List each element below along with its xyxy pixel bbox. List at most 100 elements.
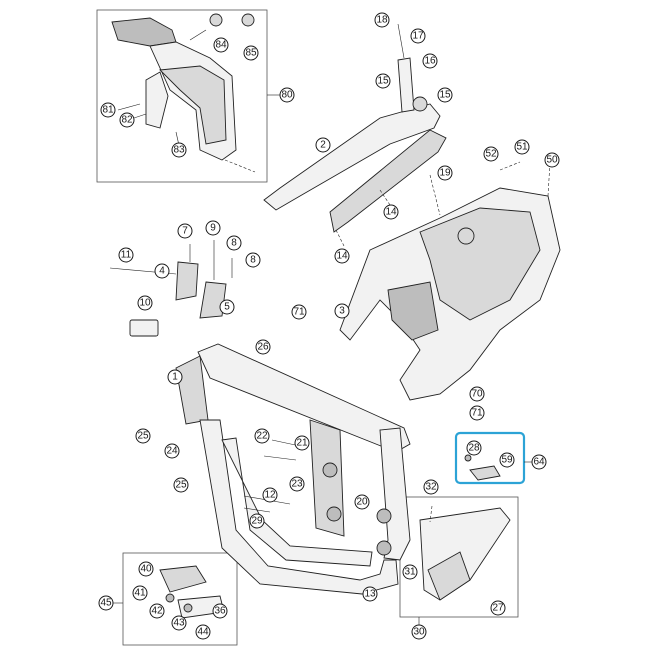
svg-text:41: 41 bbox=[134, 588, 146, 599]
svg-text:14: 14 bbox=[385, 207, 397, 218]
callout-14a[interactable]: 14 bbox=[383, 204, 399, 220]
svg-text:42: 42 bbox=[151, 606, 163, 617]
svg-text:24: 24 bbox=[166, 446, 178, 457]
svg-text:4: 4 bbox=[159, 266, 165, 277]
callout-8b[interactable]: 8 bbox=[245, 252, 261, 268]
callout-71a[interactable]: 71 bbox=[291, 304, 307, 320]
callout-51[interactable]: 51 bbox=[514, 139, 530, 155]
callout-20[interactable]: 20 bbox=[354, 494, 370, 510]
callout-14b[interactable]: 14 bbox=[334, 248, 350, 264]
callout-13[interactable]: 13 bbox=[362, 586, 378, 602]
svg-text:20: 20 bbox=[356, 497, 368, 508]
callout-22[interactable]: 22 bbox=[254, 428, 270, 444]
callout-2[interactable]: 2 bbox=[315, 137, 331, 153]
svg-text:27: 27 bbox=[492, 603, 504, 614]
svg-text:82: 82 bbox=[121, 115, 133, 126]
callout-59[interactable]: 59 bbox=[499, 452, 515, 468]
callout-42[interactable]: 42 bbox=[149, 603, 165, 619]
callout-8a[interactable]: 8 bbox=[226, 235, 242, 251]
callout-44[interactable]: 44 bbox=[195, 624, 211, 640]
radiator-guard-drawing bbox=[111, 13, 256, 173]
svg-text:8: 8 bbox=[231, 238, 237, 249]
callout-45[interactable]: 45 bbox=[98, 595, 114, 611]
callout-52[interactable]: 52 bbox=[483, 146, 499, 162]
svg-text:10: 10 bbox=[139, 298, 151, 309]
svg-text:19: 19 bbox=[439, 168, 451, 179]
callout-36[interactable]: 36 bbox=[212, 603, 228, 619]
svg-text:40: 40 bbox=[140, 564, 152, 575]
callout-15b[interactable]: 15 bbox=[437, 87, 453, 103]
callout-26[interactable]: 26 bbox=[255, 339, 271, 355]
callout-40[interactable]: 40 bbox=[138, 561, 154, 577]
callout-25a[interactable]: 25 bbox=[135, 428, 151, 444]
svg-text:80: 80 bbox=[281, 90, 293, 101]
svg-text:45: 45 bbox=[100, 598, 112, 609]
svg-text:31: 31 bbox=[404, 567, 416, 578]
callout-82[interactable]: 82 bbox=[119, 112, 135, 128]
svg-text:9: 9 bbox=[210, 223, 216, 234]
callout-31[interactable]: 31 bbox=[402, 564, 418, 580]
callout-7[interactable]: 7 bbox=[177, 223, 193, 239]
callout-15a[interactable]: 15 bbox=[375, 73, 391, 89]
callout-1[interactable]: 1 bbox=[167, 369, 183, 385]
svg-text:22: 22 bbox=[256, 431, 268, 442]
callout-71b[interactable]: 71 bbox=[469, 405, 485, 421]
svg-text:51: 51 bbox=[516, 142, 528, 153]
callout-30[interactable]: 30 bbox=[411, 624, 427, 640]
callout-17[interactable]: 17 bbox=[410, 28, 426, 44]
main-frame-drawing bbox=[175, 343, 411, 595]
svg-text:71: 71 bbox=[471, 408, 483, 419]
svg-text:81: 81 bbox=[102, 105, 114, 116]
svg-text:71: 71 bbox=[293, 307, 305, 318]
svg-text:32: 32 bbox=[425, 482, 437, 493]
callout-23[interactable]: 23 bbox=[289, 476, 305, 492]
callout-64[interactable]: 64 bbox=[531, 454, 547, 470]
callout-19[interactable]: 19 bbox=[437, 165, 453, 181]
callout-4[interactable]: 4 bbox=[154, 263, 170, 279]
svg-text:7: 7 bbox=[182, 226, 188, 237]
callout-70[interactable]: 70 bbox=[469, 386, 485, 402]
svg-text:17: 17 bbox=[412, 31, 424, 42]
callout-25b[interactable]: 25 bbox=[173, 477, 189, 493]
callout-27[interactable]: 27 bbox=[490, 600, 506, 616]
callout-9[interactable]: 9 bbox=[205, 220, 221, 236]
callout-12[interactable]: 12 bbox=[262, 487, 278, 503]
skid-plate-drawing bbox=[419, 505, 511, 601]
callout-85[interactable]: 85 bbox=[243, 45, 259, 61]
svg-text:5: 5 bbox=[224, 302, 230, 313]
svg-text:44: 44 bbox=[197, 627, 209, 638]
highlight-box-64[interactable] bbox=[454, 431, 526, 485]
svg-text:83: 83 bbox=[173, 145, 185, 156]
callout-81[interactable]: 81 bbox=[100, 102, 116, 118]
callout-84[interactable]: 84 bbox=[213, 37, 229, 53]
callout-11[interactable]: 11 bbox=[118, 247, 134, 263]
svg-text:64: 64 bbox=[533, 457, 545, 468]
callout-16[interactable]: 16 bbox=[422, 53, 438, 69]
callout-80[interactable]: 80 bbox=[279, 87, 295, 103]
callout-32[interactable]: 32 bbox=[423, 479, 439, 495]
callout-24[interactable]: 24 bbox=[164, 443, 180, 459]
engine-mount-drawing bbox=[109, 240, 233, 337]
callout-83[interactable]: 83 bbox=[171, 142, 187, 158]
svg-text:25: 25 bbox=[137, 431, 149, 442]
svg-text:16: 16 bbox=[424, 56, 436, 67]
callout-29[interactable]: 29 bbox=[249, 513, 265, 529]
group-box-45 bbox=[122, 552, 238, 646]
callout-28[interactable]: 28 bbox=[466, 440, 482, 456]
svg-text:50: 50 bbox=[546, 155, 558, 166]
callout-18[interactable]: 18 bbox=[374, 12, 390, 28]
callout-50[interactable]: 50 bbox=[544, 152, 560, 168]
callout-41[interactable]: 41 bbox=[132, 585, 148, 601]
svg-text:26: 26 bbox=[257, 342, 269, 353]
callout-10[interactable]: 10 bbox=[137, 295, 153, 311]
svg-text:84: 84 bbox=[215, 40, 227, 51]
callout-3[interactable]: 3 bbox=[334, 303, 350, 319]
svg-text:3: 3 bbox=[339, 306, 345, 317]
callout-21[interactable]: 21 bbox=[294, 435, 310, 451]
svg-text:52: 52 bbox=[485, 149, 497, 160]
callout-5[interactable]: 5 bbox=[219, 299, 235, 315]
callout-43[interactable]: 43 bbox=[171, 615, 187, 631]
group-box-80 bbox=[96, 9, 268, 183]
svg-text:12: 12 bbox=[264, 490, 276, 501]
